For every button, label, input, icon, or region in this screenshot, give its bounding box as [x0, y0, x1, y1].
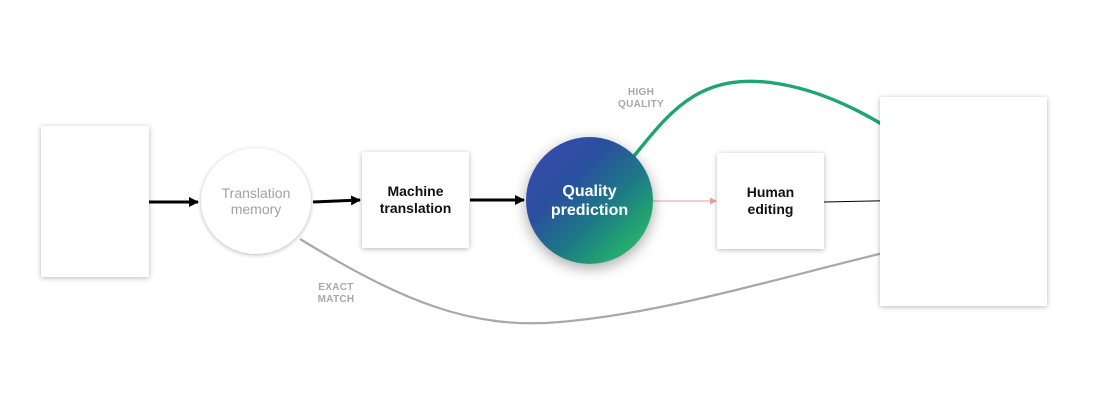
high-quality-label-line1: HIGH: [627, 87, 655, 98]
high-quality-label: HIGH QUALITY: [609, 87, 673, 111]
exact-match-label-line2: MATCH: [317, 294, 355, 305]
exact-match-arrow: [299, 236, 941, 325]
exact-match-label: EXACT MATCH: [304, 282, 368, 306]
quality-prediction-label-line2: prediction: [550, 201, 629, 219]
translation-memory-label-line1: Translation: [221, 185, 291, 201]
tm-to-mt-arrow: [312, 195, 361, 206]
quality-prediction-node: Quality prediction: [526, 137, 653, 264]
source-document: [41, 126, 149, 277]
translation-memory-label-line2: memory: [230, 201, 282, 217]
human-editing-label-line2: editing: [747, 201, 794, 217]
machine-translation-node: Machine translation: [362, 152, 469, 248]
machine-translation-label-line1: Machine: [387, 183, 444, 199]
quality-prediction-label-line1: Quality: [562, 182, 617, 200]
human-editing-label-line1: Human: [746, 184, 795, 200]
human-editing-node: Human editing: [717, 153, 824, 249]
translation-memory-node: Translation memory: [201, 148, 311, 254]
exact-match-label-line1: EXACT: [318, 282, 354, 293]
target-document: [880, 97, 1047, 306]
machine-translation-label-line2: translation: [379, 200, 452, 216]
high-quality-label-line2: QUALITY: [618, 99, 664, 110]
